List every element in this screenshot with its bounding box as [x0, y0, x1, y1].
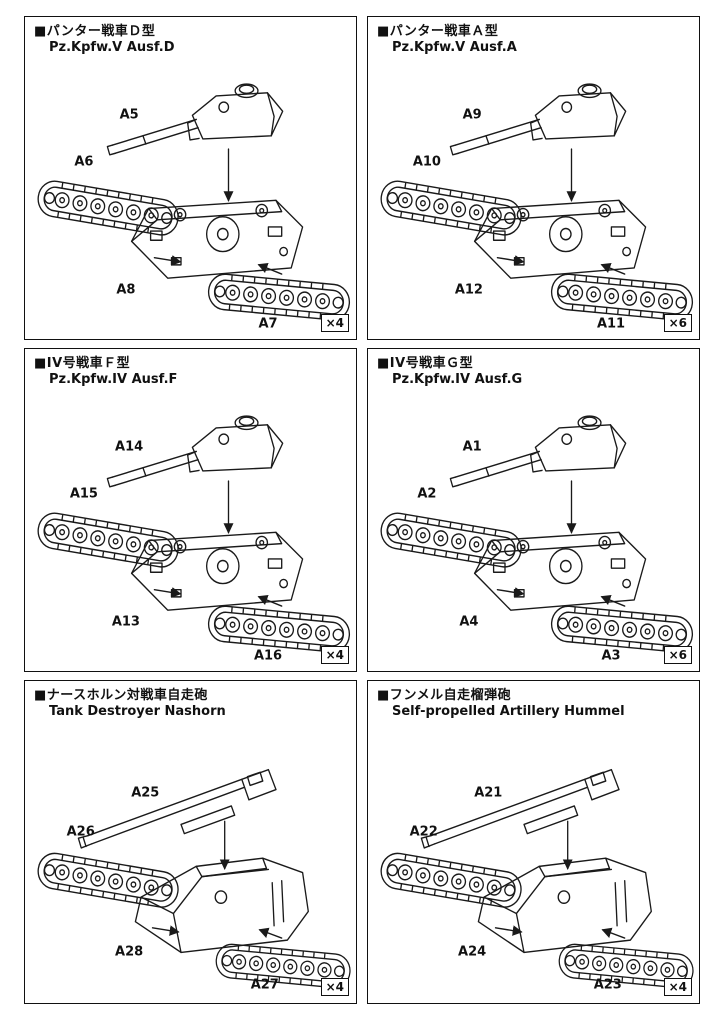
exploded-assembly-drawing	[36, 769, 351, 988]
panel-panther-ausf-a: ■パンター戦車Ａ型 Pz.Kpfw.V Ausf.A A9 A10 A12 A1…	[367, 16, 700, 340]
part-label-right-track: A11	[596, 316, 626, 332]
part-label-left-track: A2	[417, 486, 437, 502]
exploded-view-diagram: A25 A26 A28 A27	[29, 721, 352, 1000]
panel-panther-ausf-d: ■パンター戦車Ｄ型 Pz.Kpfw.V Ausf.D A5 A6 A8 A7 ×…	[24, 16, 357, 340]
part-label-turret: A9	[462, 107, 482, 123]
panel-hummel: ■フンメル自走榴弾砲 Self-propelled Artillery Humm…	[367, 680, 700, 1004]
panel-title-japanese: ■パンター戦車Ｄ型	[34, 24, 156, 39]
quantity-badge: ×6	[663, 646, 692, 664]
panel-title-japanese: ■ナースホルン対戦車自走砲	[34, 688, 208, 703]
part-label-left-track: A26	[66, 824, 95, 840]
part-label-right-track: A7	[258, 316, 278, 332]
part-label-turret: A5	[119, 107, 139, 123]
part-label-hull: A28	[115, 944, 144, 960]
panel-title-english: Self-propelled Artillery Hummel	[392, 704, 625, 720]
exploded-assembly-drawing	[36, 84, 351, 321]
panel-title-english: Pz.Kpfw.V Ausf.A	[392, 40, 517, 56]
panel-title-japanese: ■IV号戦車Ｇ型	[377, 356, 474, 371]
tank-drawing	[29, 721, 352, 1000]
panel-title-english: Pz.Kpfw.V Ausf.D	[49, 40, 175, 56]
part-label-gun: A25	[131, 785, 160, 801]
tank-drawing	[29, 57, 352, 336]
part-label-turret: A1	[462, 439, 482, 455]
quantity-badge: ×4	[663, 978, 692, 996]
part-label-left-track: A10	[412, 154, 441, 170]
panel-pzkpfw-iv-ausf-f: ■IV号戦車Ｆ型 Pz.Kpfw.IV Ausf.F A14 A15 A13 A…	[24, 348, 357, 672]
panel-header: ■IV号戦車Ｇ型 Pz.Kpfw.IV Ausf.G	[368, 349, 699, 389]
tank-drawing	[372, 389, 695, 668]
part-label-right-track: A16	[253, 648, 283, 664]
part-label-left-track: A22	[409, 824, 438, 840]
tank-drawing	[29, 389, 352, 668]
quantity-badge: ×6	[663, 314, 692, 332]
panel-header: ■IV号戦車Ｆ型 Pz.Kpfw.IV Ausf.F	[25, 349, 356, 389]
exploded-view-diagram: A9 A10 A12 A11	[372, 57, 695, 336]
part-label-hull: A12	[454, 282, 483, 298]
panel-header: ■ナースホルン対戦車自走砲 Tank Destroyer Nashorn	[25, 681, 356, 721]
part-label-left-track: A15	[69, 486, 98, 502]
panel-header: ■フンメル自走榴弾砲 Self-propelled Artillery Humm…	[368, 681, 699, 721]
exploded-view-diagram: A21 A22 A24 A23	[372, 721, 695, 1000]
part-label-gun: A21	[474, 785, 503, 801]
exploded-view-diagram: A1 A2 A4 A3	[372, 389, 695, 668]
part-label-hull: A8	[116, 282, 136, 298]
tank-drawing	[372, 57, 695, 336]
part-label-right-track: A27	[250, 977, 279, 993]
exploded-assembly-drawing	[36, 416, 351, 653]
exploded-view-diagram: A14 A15 A13 A16	[29, 389, 352, 668]
quantity-badge: ×4	[320, 978, 349, 996]
exploded-assembly-drawing	[379, 84, 694, 321]
part-label-hull: A13	[111, 614, 140, 630]
part-label-right-track: A3	[601, 648, 621, 664]
quantity-badge: ×4	[320, 314, 349, 332]
part-label-left-track: A6	[74, 154, 94, 170]
tank-drawing	[372, 721, 695, 1000]
panel-title-japanese: ■パンター戦車Ａ型	[377, 24, 499, 39]
part-label-hull: A24	[458, 944, 487, 960]
panel-title-japanese: ■IV号戦車Ｆ型	[34, 356, 131, 371]
quantity-badge: ×4	[320, 646, 349, 664]
panel-nashorn: ■ナースホルン対戦車自走砲 Tank Destroyer Nashorn A25…	[24, 680, 357, 1004]
panel-title-english: Tank Destroyer Nashorn	[49, 704, 226, 720]
part-label-turret: A14	[115, 439, 144, 455]
panel-pzkpfw-iv-ausf-g: ■IV号戦車Ｇ型 Pz.Kpfw.IV Ausf.G A1 A2 A4 A3 ×…	[367, 348, 700, 672]
exploded-assembly-drawing	[379, 416, 694, 653]
panel-title-english: Pz.Kpfw.IV Ausf.F	[49, 372, 178, 388]
exploded-assembly-drawing	[379, 769, 694, 988]
part-label-right-track: A23	[593, 977, 622, 993]
exploded-view-diagram: A5 A6 A8 A7	[29, 57, 352, 336]
part-label-hull: A4	[459, 614, 479, 630]
panel-title-english: Pz.Kpfw.IV Ausf.G	[392, 372, 523, 388]
panel-title-japanese: ■フンメル自走榴弾砲	[377, 688, 512, 703]
panel-header: ■パンター戦車Ｄ型 Pz.Kpfw.V Ausf.D	[25, 17, 356, 57]
panel-header: ■パンター戦車Ａ型 Pz.Kpfw.V Ausf.A	[368, 17, 699, 57]
